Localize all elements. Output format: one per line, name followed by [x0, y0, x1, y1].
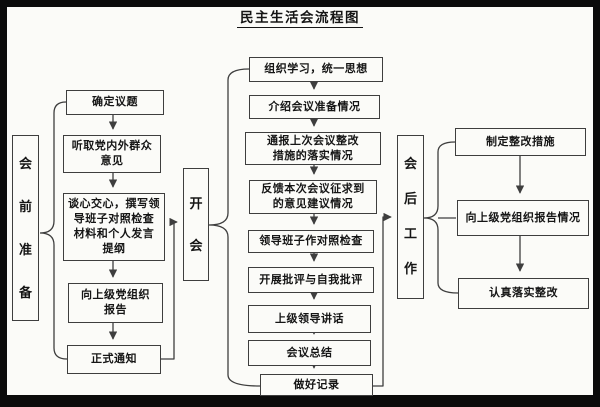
step-gather-opinions: 听取党内外群众 意见 [63, 135, 161, 173]
step-implement-rectification: 认真落实整改 [458, 278, 589, 309]
stage-label-pre-meeting: 会前准备 [12, 135, 39, 321]
step-report-to-superior: 向上级党组织 报告 [68, 283, 163, 323]
stage-label-meeting: 开会 [183, 168, 209, 281]
step-superior-leader-speech: 上级领导讲话 [248, 305, 371, 333]
step-report-last-rectification: 通报上次会议整改 措施的落实情况 [245, 132, 381, 165]
step-leadership-self-check: 领导班子作对照检查 [248, 230, 374, 253]
step-formal-notice: 正式通知 [67, 345, 161, 374]
step-make-rectification-measures: 制定整改措施 [455, 128, 586, 156]
step-set-agenda: 确定议题 [66, 90, 164, 115]
step-keep-records: 做好记录 [260, 374, 373, 396]
step-feedback-suggestions: 反馈本次会议征求到 的意见建议情况 [249, 180, 377, 214]
page-title: 民主生活会流程图 [0, 6, 600, 28]
stage-label-post-meeting: 会后工作 [397, 135, 424, 299]
step-intro-preparation: 介绍会议准备情况 [249, 95, 380, 119]
step-report-status-to-superior: 向上级党组织报告情况 [457, 200, 589, 236]
step-heart-talk-materials: 谈心交心，撰写领 导班子对照检查 材料和个人发言 提纲 [63, 193, 165, 261]
step-study-unify-thought: 组织学习，统一思想 [249, 57, 383, 82]
step-criticism-self-criticism: 开展批评与自我批评 [248, 267, 374, 293]
step-meeting-summary: 会议总结 [248, 340, 371, 366]
